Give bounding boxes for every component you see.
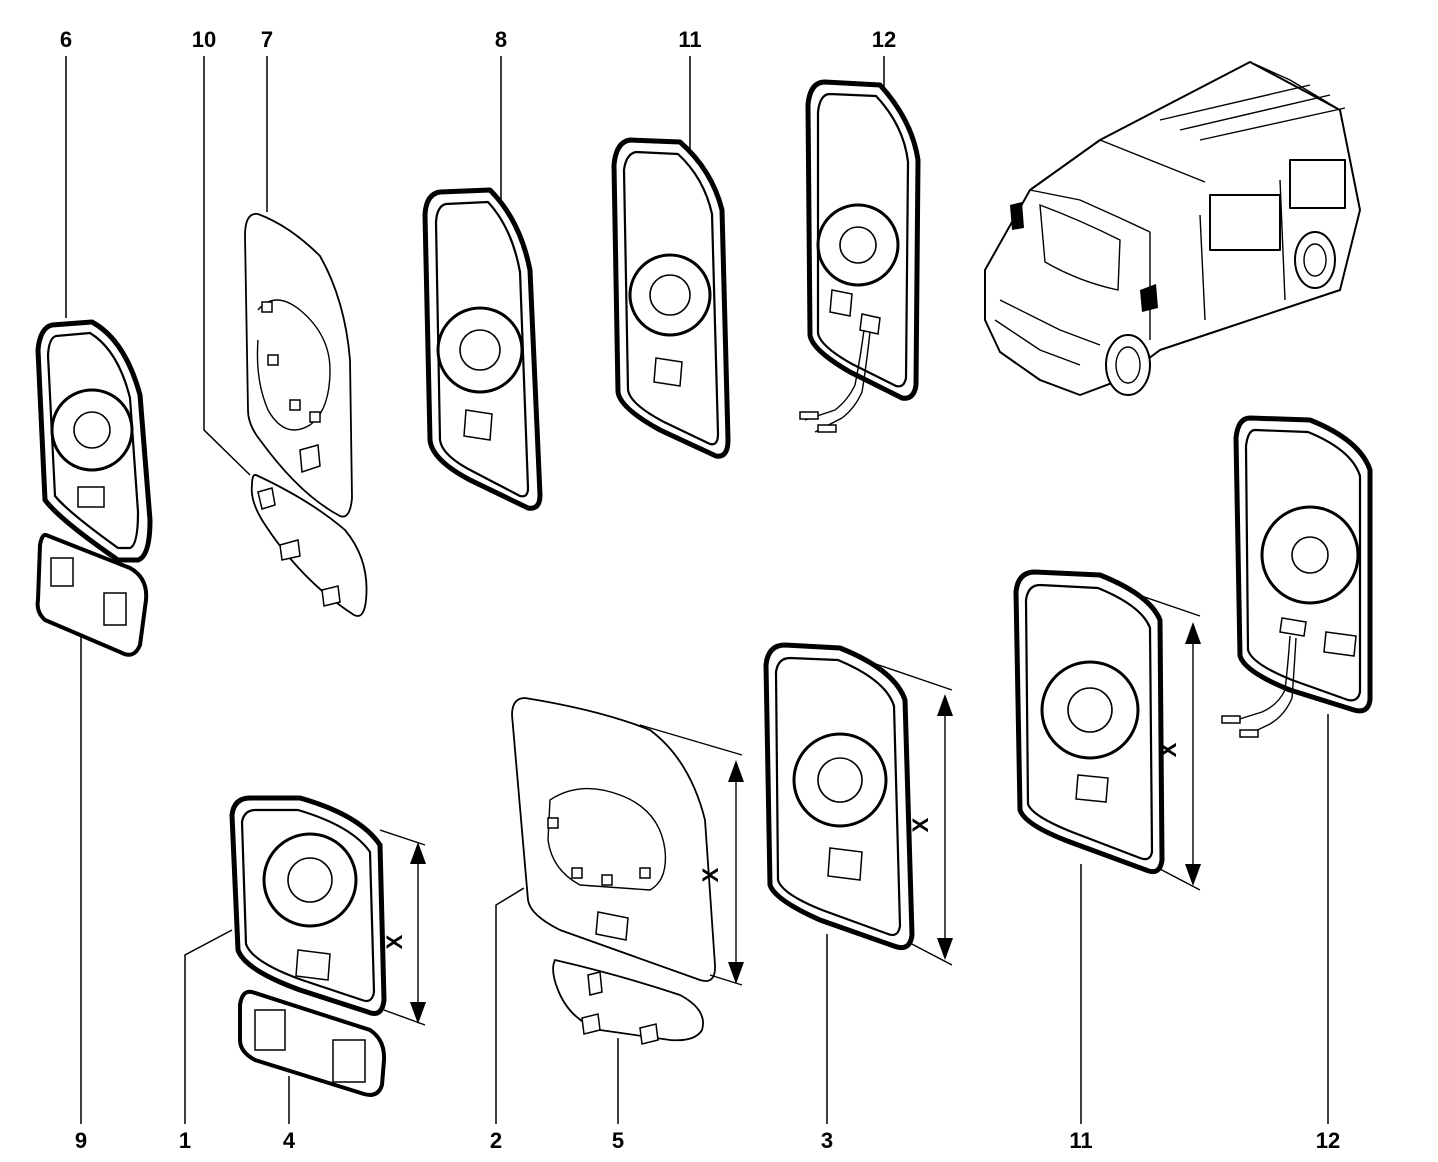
- dimension-x-label-1: X: [382, 934, 407, 949]
- callout-bottom-1: 1: [179, 1128, 191, 1153]
- part-8-mirror-glass: [422, 187, 543, 511]
- callout-top-11: 11: [678, 27, 701, 52]
- dimension-x-label-3: X: [908, 817, 933, 832]
- callout-top-12: 12: [872, 27, 896, 52]
- part-9-adhesive-pad: [35, 532, 149, 657]
- callout-bottom-3: 3: [821, 1128, 833, 1153]
- callout-bottom-4: 4: [283, 1128, 296, 1153]
- callout-bottom-12: 12: [1316, 1128, 1340, 1153]
- part-10-small-glass: [250, 474, 368, 617]
- van-illustration: [984, 61, 1361, 396]
- callout-bottom-9: 9: [75, 1128, 87, 1153]
- callout-top-7: 7: [261, 27, 273, 52]
- part-11-mirror-glass-top: [611, 137, 731, 459]
- callout-top-8: 8: [495, 27, 507, 52]
- part-1-mirror-glass: [229, 795, 387, 1016]
- part-11-mirror-glass-bottom: [1013, 569, 1165, 875]
- leader-lines: [65, 56, 1329, 1124]
- callout-bottom-11: 11: [1069, 1128, 1092, 1153]
- part-7-mirror-glass: [244, 213, 353, 518]
- callout-top-10: 10: [192, 27, 216, 52]
- dimension-x-part-3: X: [869, 661, 953, 966]
- part-12-heated-mirror-glass-bottom: [1221, 415, 1373, 738]
- callout-bottom-2: 2: [490, 1128, 502, 1153]
- dimension-x-label-2: X: [698, 867, 723, 882]
- part-12-heated-mirror-glass-top: [799, 79, 921, 433]
- dimension-x-part-2: X: [639, 724, 744, 986]
- part-2-mirror-glass: [511, 697, 716, 982]
- part-3-mirror-glass: [763, 642, 915, 951]
- dimension-x-part-1: X: [379, 829, 426, 1026]
- callout-top-6: 6: [60, 27, 72, 52]
- part-5-small-glass: [552, 958, 704, 1045]
- dimension-x-label-4: X: [1156, 742, 1181, 757]
- dimension-x-part-11: X: [1129, 591, 1201, 891]
- part-6-mirror-glass: [35, 319, 153, 563]
- callout-bottom-5: 5: [612, 1128, 624, 1153]
- part-4-adhesive-pad: [238, 989, 387, 1097]
